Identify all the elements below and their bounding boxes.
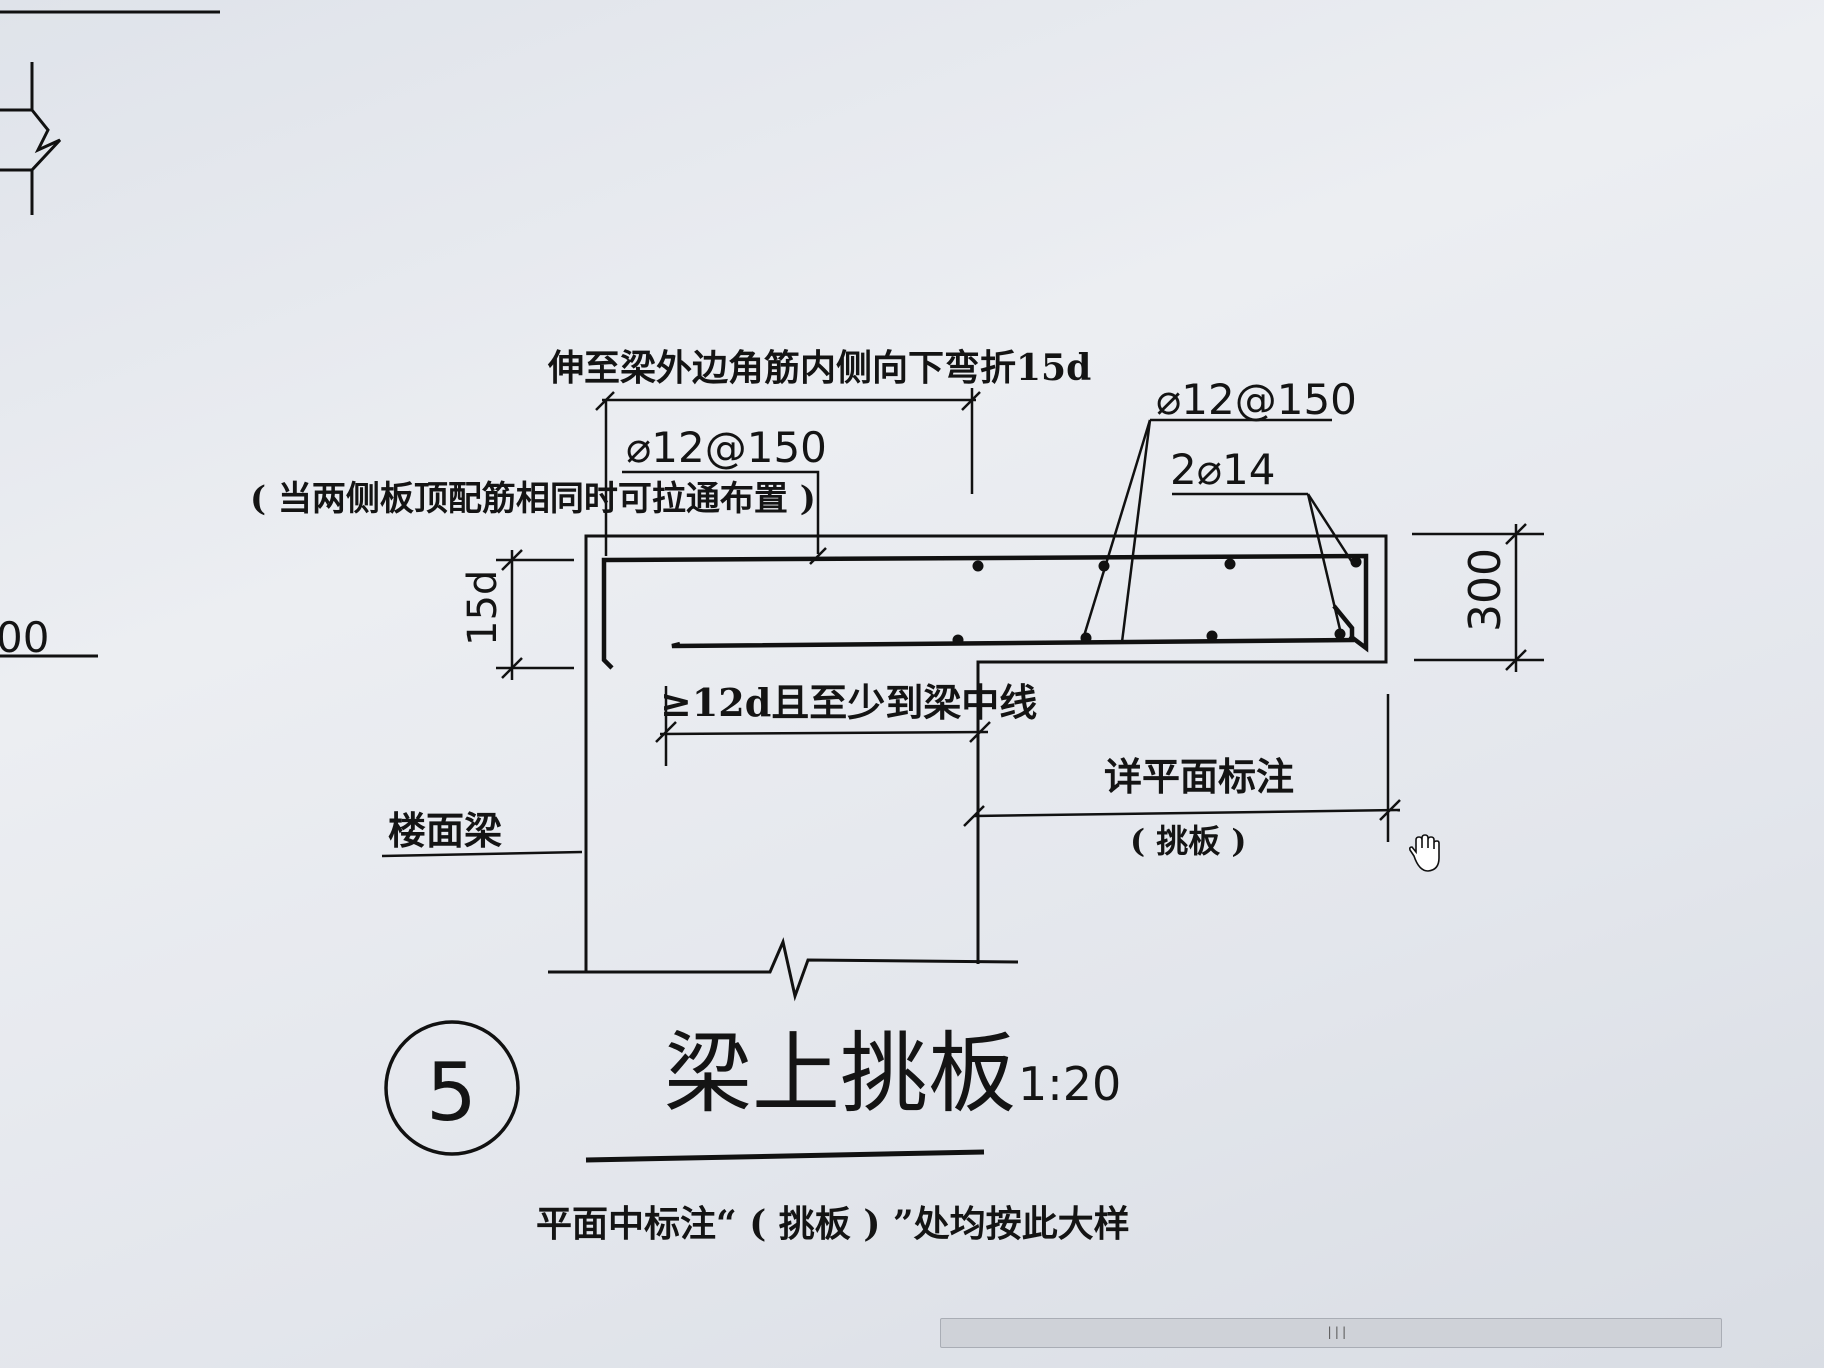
anchor-15d-dimension: [496, 549, 574, 680]
floor-beam-leader: [381, 850, 583, 858]
concrete-outline: [548, 534, 1388, 1002]
top-rebar-left-label: ⌀12@150: [626, 423, 827, 472]
top-rebar-left-leader: [622, 470, 827, 565]
neighbor-detail-fragment: [0, 10, 220, 658]
plan-note-label: 详平面标注: [1104, 754, 1294, 799]
rebar-dots: [952, 556, 1362, 646]
thickness-label: 300: [1460, 548, 1511, 632]
detail-note: 平面中标注“ ( 挑板 ) ”处均按此大样: [536, 1203, 1130, 1245]
bottom-anchor-dimension: [655, 686, 991, 766]
bend-note-label: 伸至梁外边角筋内侧向下弯折15d: [547, 347, 1091, 389]
anchor-15d-label: 15d: [460, 570, 506, 646]
horizontal-scrollbar[interactable]: |||: [940, 1318, 1722, 1348]
detail-scale: 1:20: [1018, 1057, 1121, 1111]
detail-title: 梁上挑板: [664, 1022, 1016, 1125]
thickness-dimension: [1412, 523, 1544, 672]
floor-beam-label: 楼面梁: [388, 808, 502, 853]
detail-number-circle: [384, 1020, 520, 1156]
title-underline: [585, 1149, 985, 1163]
scroll-grip-icon[interactable]: |||: [1326, 1325, 1348, 1339]
cantilever-dimension: [963, 694, 1401, 842]
top-rebar-right-label: ⌀12@150: [1156, 375, 1357, 424]
top-rebar-right-leader: [1082, 418, 1332, 643]
top-rebar: [601, 553, 1369, 670]
corner-bars-label: 2⌀14: [1170, 445, 1275, 494]
hand-pan-icon: [1408, 834, 1440, 872]
bottom-rebar: [671, 604, 1355, 649]
slab-type-label: ( 挑板 ): [1130, 822, 1247, 860]
bottom-anchor-label: ≥12d且至少到梁中线: [660, 680, 1037, 725]
bend-dimension: [595, 388, 981, 556]
corner-bars-leader: [1172, 492, 1354, 639]
detail-number: 5: [426, 1046, 477, 1139]
continuity-note-label: ( 当两侧板顶配筋相同时可拉通布置 ): [250, 479, 816, 519]
left-fragment-label: 00: [0, 613, 49, 662]
